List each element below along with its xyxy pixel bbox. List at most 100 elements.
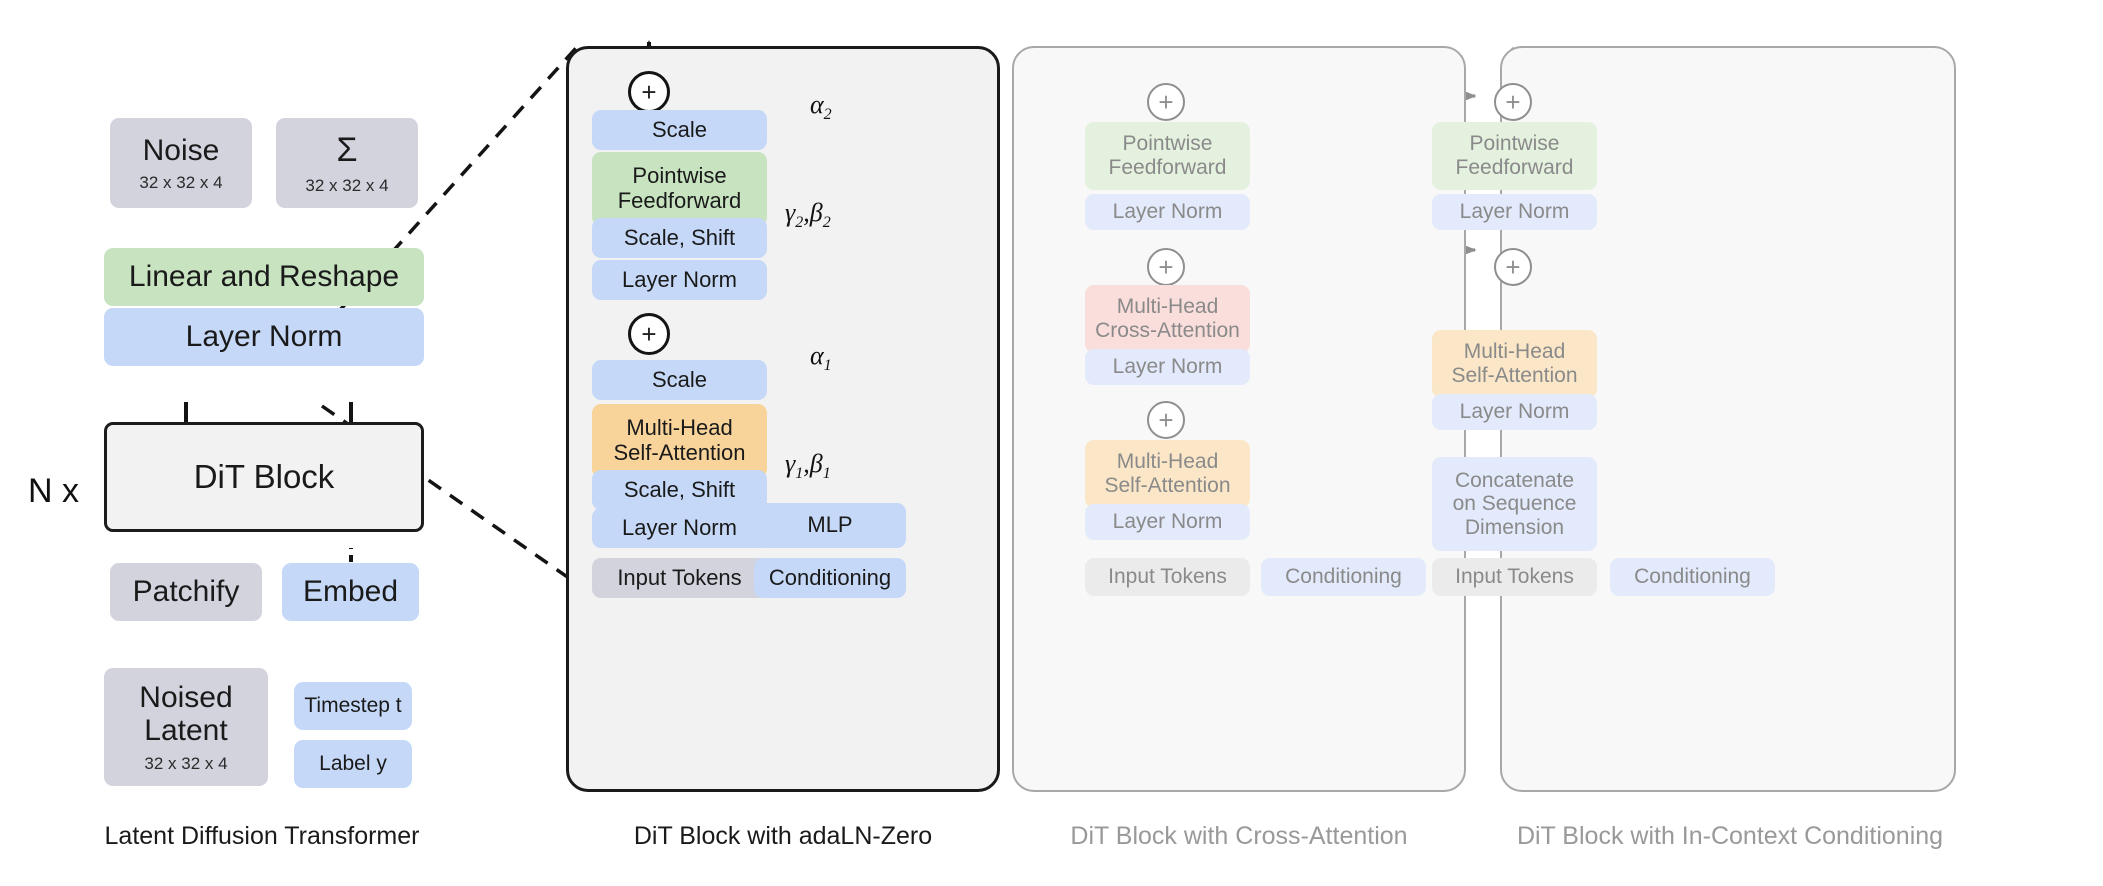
noise-label: Noise (142, 133, 220, 167)
scale-bottom-label: Scale (651, 366, 708, 392)
panel2-caption: DiT Block with adaLN-Zero (633, 822, 933, 850)
input-tokens-label: Input Tokens (617, 564, 742, 590)
alpha1-label: α1 (810, 341, 832, 375)
repeat-count-label: N x (28, 472, 79, 510)
noise-shape: 32 x 32 x 4 (139, 173, 223, 193)
layer-norm-2-box-panel4: Layer Norm (1432, 394, 1597, 430)
input-tokens3-label: Input Tokens (1108, 565, 1227, 589)
scale-shift-top-label: Scale, Shift (623, 224, 736, 250)
add-icon-bottom-panel3: + (1147, 401, 1185, 439)
scale-top-label: Scale (651, 116, 708, 142)
input-tokens-box-panel4: Input Tokens (1432, 558, 1597, 596)
scale-top-box: Scale (592, 110, 767, 150)
concatenate-on-sequence-dimension-box: Concatenate on Sequence Dimension (1432, 457, 1597, 551)
pff-line1: Pointwise (632, 163, 727, 189)
timestep-label: Timestep t (304, 694, 402, 718)
layer-norm-top-label: Layer Norm (622, 266, 737, 292)
noised-latent-line1: Noised (139, 680, 233, 714)
sigma-shape: 32 x 32 x 4 (305, 175, 389, 195)
dit-block-label: DiT Block (193, 457, 335, 495)
mhsa-line2: Self-Attention (613, 440, 746, 465)
gamma1-beta1-label: γ1,β1 (785, 449, 831, 483)
pff3-line2: Feedforward (1108, 156, 1227, 179)
mhca-line2: Cross-Attention (1095, 319, 1240, 342)
multi-head-self-attention-box-panel2: Multi-Head Self-Attention (592, 404, 767, 478)
embed-label: Embed (302, 575, 399, 609)
patchify-box: Patchify (110, 563, 262, 621)
concat-line2: on Sequence (1452, 492, 1577, 516)
sigma-box: Σ 32 x 32 x 4 (276, 118, 418, 208)
layer-norm-bottom-label: Layer Norm (622, 514, 737, 540)
conditioning-box-panel3: Conditioning (1261, 558, 1426, 596)
noised-latent-line2: Latent (144, 714, 228, 748)
conditioning3-label: Conditioning (1285, 565, 1402, 589)
mhsa3-line2: Self-Attention (1104, 474, 1231, 497)
noised-latent-shape: 32 x 32 x 4 (144, 754, 228, 774)
panel4-caption: DiT Block with In-Context Conditioning (1516, 822, 1944, 850)
panel3-caption: DiT Block with Cross-Attention (1070, 822, 1408, 850)
pff4-line1: Pointwise (1469, 132, 1560, 156)
linear-and-reshape-label: Linear and Reshape (128, 260, 400, 294)
dit-block-box: DiT Block (104, 422, 424, 532)
pff4-line2: Feedforward (1455, 156, 1574, 179)
layer-norm-3-box-panel3: Layer Norm (1085, 504, 1250, 540)
layer-norm-1-box-panel4: Layer Norm (1432, 194, 1597, 230)
ln3-3-label: Layer Norm (1112, 510, 1223, 534)
ln4-2-label: Layer Norm (1459, 400, 1570, 424)
ln3-1-label: Layer Norm (1112, 200, 1223, 224)
layer-norm-box-panel1: Layer Norm (104, 308, 424, 366)
add-icon-top-panel4: + (1494, 83, 1532, 121)
label-y-box: Label y (294, 740, 412, 788)
label-y-label: Label y (319, 752, 387, 776)
layer-norm-1-box-panel3: Layer Norm (1085, 194, 1250, 230)
mhsa3-line1: Multi-Head (1116, 450, 1219, 474)
conditioning4-label: Conditioning (1634, 565, 1751, 589)
input-tokens-box-panel3: Input Tokens (1085, 558, 1250, 596)
embed-box: Embed (282, 563, 419, 621)
scale-shift-bottom-label: Scale, Shift (623, 476, 736, 502)
add-icon-top-panel2: + (628, 71, 670, 113)
sigma-label: Σ (336, 131, 358, 170)
pointwise-feedforward-box-panel2: Pointwise Feedforward (592, 152, 767, 226)
input-tokens-box-panel2: Input Tokens (592, 558, 767, 598)
add-icon-mid-panel4: + (1494, 248, 1532, 286)
concat-line3: Dimension (1464, 515, 1565, 539)
layer-norm-2-box-panel3: Layer Norm (1085, 349, 1250, 385)
mhsa4-line1: Multi-Head (1463, 340, 1566, 364)
mhsa4-line2: Self-Attention (1451, 364, 1578, 387)
concat-line1: Concatenate (1454, 468, 1575, 492)
pointwise-feedforward-box-panel4: Pointwise Feedforward (1432, 122, 1597, 190)
conditioning-label: Conditioning (768, 564, 892, 590)
conditioning-box-panel2: Conditioning (754, 558, 906, 598)
timestep-box: Timestep t (294, 682, 412, 730)
conditioning-box-panel4: Conditioning (1610, 558, 1775, 596)
pointwise-feedforward-box-panel3: Pointwise Feedforward (1085, 122, 1250, 190)
noised-latent-box: Noised Latent 32 x 32 x 4 (104, 668, 268, 786)
ln3-2-label: Layer Norm (1112, 355, 1223, 379)
mlp-label: MLP (807, 512, 853, 538)
multi-head-self-attention-box-panel3: Multi-Head Self-Attention (1085, 440, 1250, 508)
multi-head-cross-attention-box: Multi-Head Cross-Attention (1085, 285, 1250, 353)
pff3-line1: Pointwise (1122, 132, 1213, 156)
multi-head-self-attention-box-panel4: Multi-Head Self-Attention (1432, 330, 1597, 398)
alpha2-label: α2 (810, 90, 832, 124)
add-icon-mid-panel3: + (1147, 248, 1185, 286)
linear-and-reshape-box: Linear and Reshape (104, 248, 424, 306)
gamma2-beta2-label: γ2,β2 (785, 198, 831, 232)
mhsa-line1: Multi-Head (626, 415, 733, 441)
scale-shift-bottom-box: Scale, Shift (592, 470, 767, 510)
ln4-1-label: Layer Norm (1459, 200, 1570, 224)
mlp-box: MLP (754, 503, 906, 548)
add-icon-top-panel3: + (1147, 83, 1185, 121)
layer-norm-top-box-panel2: Layer Norm (592, 260, 767, 300)
panel1-caption: Latent Diffusion Transformer (104, 822, 420, 850)
patchify-label: Patchify (132, 575, 240, 609)
scale-bottom-box: Scale (592, 360, 767, 400)
add-icon-mid-panel2: + (628, 313, 670, 355)
pff-line2: Feedforward (617, 188, 742, 213)
input-tokens4-label: Input Tokens (1455, 565, 1574, 589)
mhca-line1: Multi-Head (1116, 295, 1219, 319)
layer-norm-label: Layer Norm (185, 320, 343, 354)
layer-norm-bottom-box-panel2: Layer Norm (592, 508, 767, 548)
